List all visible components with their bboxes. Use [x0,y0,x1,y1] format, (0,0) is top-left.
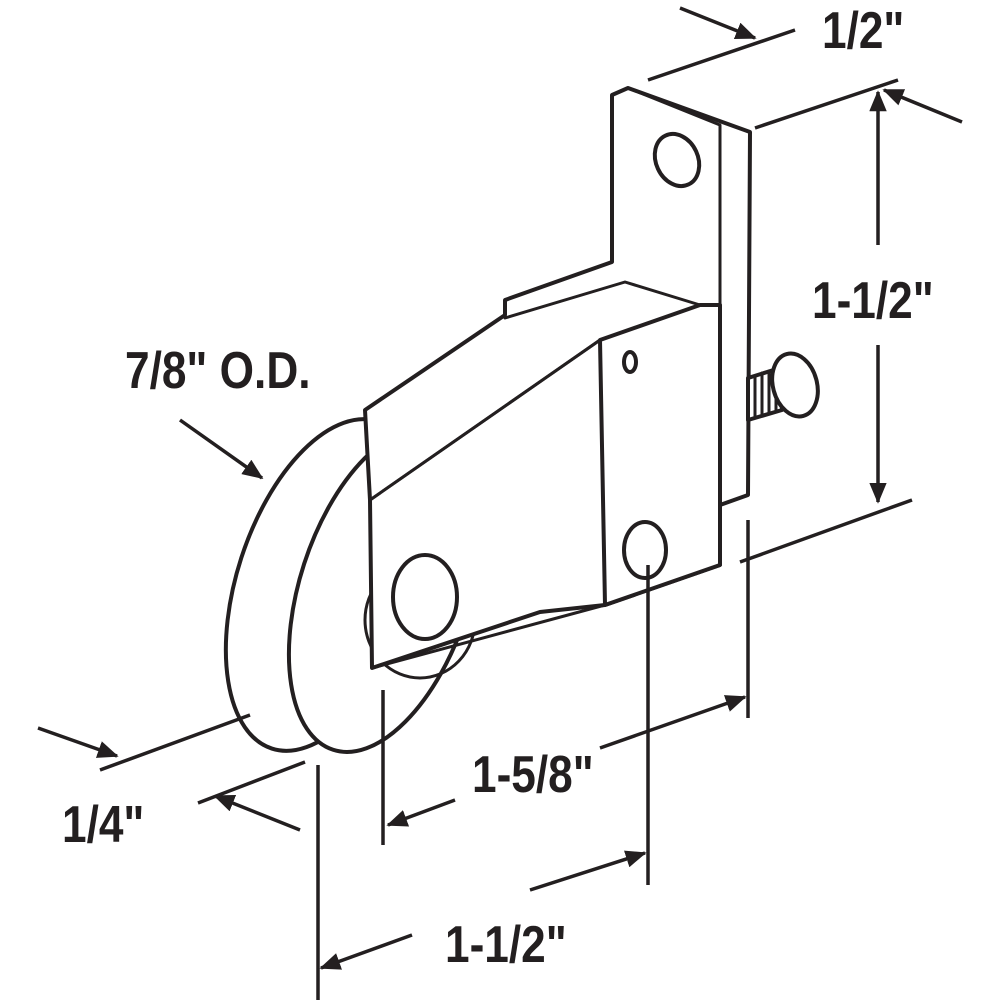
bracket [363,86,752,670]
adjustment-screw [746,351,820,422]
label-wheel-width: 1/4" [62,796,144,854]
label-bracket-height: 1-1/2" [812,272,934,330]
dimension-lines [37,6,963,1000]
label-bracket-width: 1/2" [822,2,904,60]
rivet [622,350,638,374]
mounting-hole [652,131,702,189]
label-wheel-diameter: 7/8" O.D. [125,342,311,400]
label-overall-width: 1-1/2" [445,916,567,974]
label-axle-to-hole: 1-5/8" [472,746,594,804]
adjust-hole [622,520,668,580]
axle-hole [391,553,459,641]
